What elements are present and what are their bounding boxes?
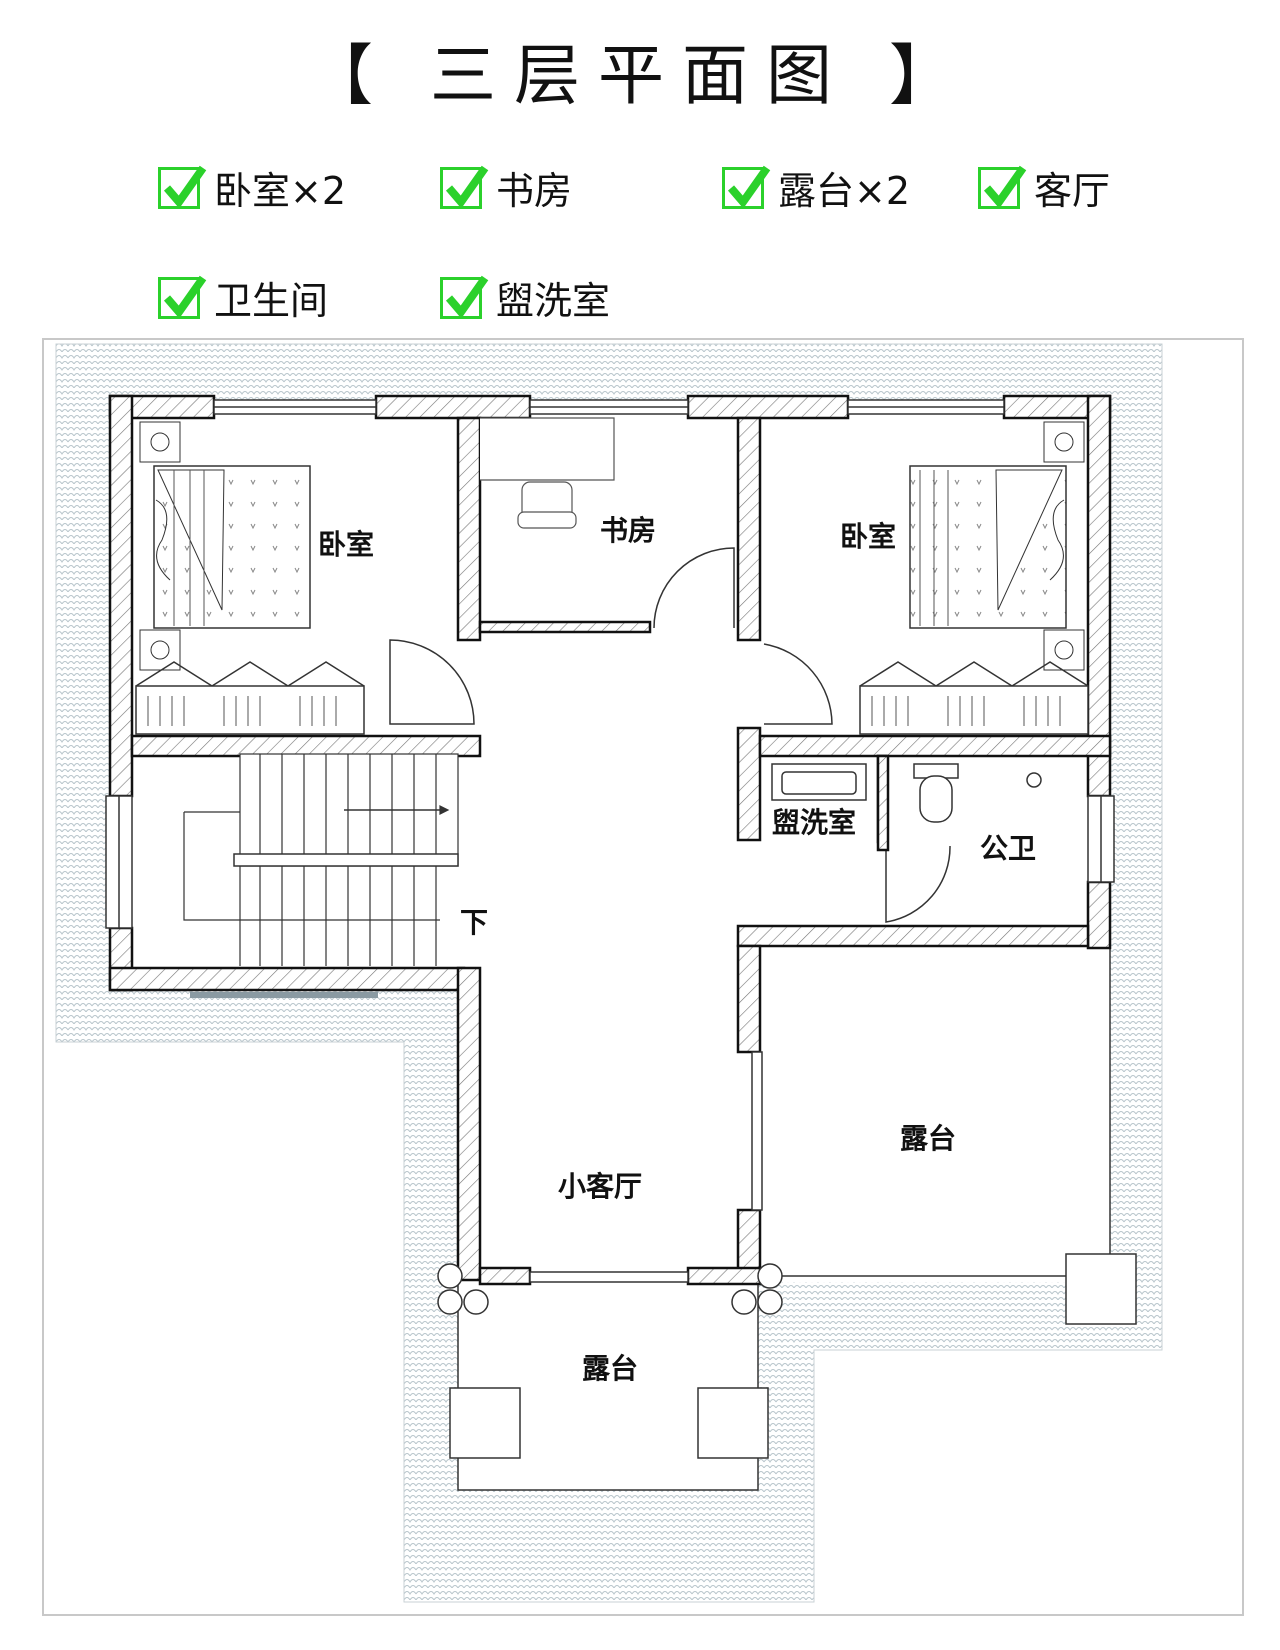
bed-right xyxy=(909,421,1085,671)
feature-living: 客厅 xyxy=(978,160,1110,215)
feature-label: 书房 xyxy=(496,169,573,213)
check-icon xyxy=(722,165,771,209)
feature-label: 卫生间 xyxy=(214,279,329,323)
label-bedroom-left: 卧室 xyxy=(318,528,374,561)
bed-left xyxy=(139,421,311,671)
label-living: 小客厅 xyxy=(558,1170,642,1203)
study-desk xyxy=(480,417,615,529)
feature-label: 露台×2 xyxy=(778,169,911,213)
label-terrace-bottom: 露台 xyxy=(582,1352,638,1385)
gutter-bar xyxy=(190,992,378,998)
toilet xyxy=(913,763,1042,823)
right-terrace-floor xyxy=(759,945,1111,1277)
label-terrace-right: 露台 xyxy=(900,1122,956,1155)
label-stair-down: 下 xyxy=(460,906,488,939)
check-icon xyxy=(440,275,489,319)
label-washroom: 盥洗室 xyxy=(772,806,856,839)
feature-bathroom: 卫生间 xyxy=(158,270,328,325)
label-bedroom-right: 卧室 xyxy=(840,520,896,553)
doors xyxy=(389,547,951,923)
windows xyxy=(105,399,1115,1283)
staircase xyxy=(183,753,459,966)
feature-bedrooms: 卧室×2 xyxy=(158,160,346,215)
label-study: 书房 xyxy=(600,514,656,547)
feature-label: 客厅 xyxy=(1034,169,1111,213)
wardrobe-right xyxy=(859,661,1089,735)
feature-study: 书房 xyxy=(440,160,572,215)
wardrobe-left xyxy=(135,661,365,735)
check-icon xyxy=(158,165,207,209)
feature-label: 卧室×2 xyxy=(214,169,347,213)
floor-plan-frame: 卧室 书房 卧室 盥洗室 公卫 下 小客厅 露台 露台 xyxy=(42,338,1244,1616)
check-icon xyxy=(440,165,489,209)
check-icon xyxy=(978,165,1027,209)
label-public-bath: 公卫 xyxy=(980,832,1036,865)
plan-title: 【 三层平面图 】 xyxy=(307,37,973,114)
feature-label: 盥洗室 xyxy=(496,279,611,323)
feature-terraces: 露台×2 xyxy=(722,160,910,215)
wash-basin xyxy=(771,763,867,801)
check-icon xyxy=(158,275,207,319)
floor-plan: 卧室 书房 卧室 盥洗室 公卫 下 小客厅 露台 露台 xyxy=(55,343,1163,1603)
feature-washroom: 盥洗室 xyxy=(440,270,610,325)
bath-walls xyxy=(876,754,890,852)
terrace-columns xyxy=(437,1253,1137,1459)
